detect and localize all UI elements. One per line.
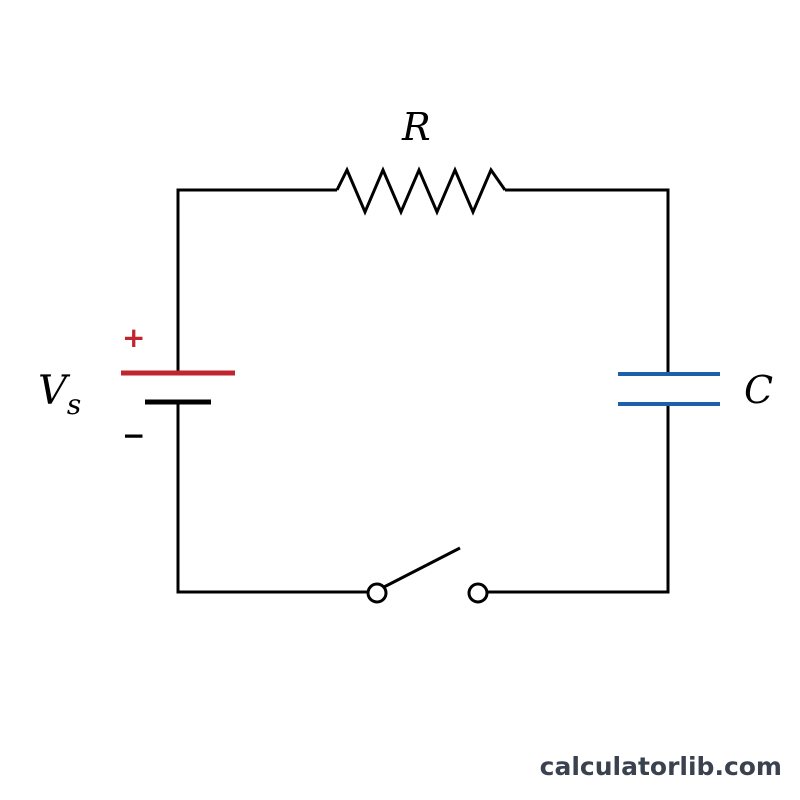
source-voltage-subscript: s: [67, 388, 81, 421]
wire-left-bottom: [176, 402, 368, 594]
source-voltage-symbol: V: [38, 368, 71, 414]
watermark-text: calculatorlib.com: [539, 752, 782, 781]
capacitor-label: C: [744, 368, 773, 412]
resistor-label: R: [401, 105, 431, 149]
switch-lever: [383, 546, 461, 589]
battery: [121, 370, 235, 405]
source-voltage-label: Vs: [38, 368, 81, 421]
wire-right-bottom: [487, 404, 670, 594]
capacitor: [618, 372, 720, 406]
circuit-wires: [176, 188, 670, 594]
battery-plus-sign: +: [122, 321, 145, 354]
battery-minus-sign: −: [122, 419, 145, 452]
wire-top-right: [505, 188, 670, 374]
wire-top-left: [176, 188, 337, 373]
open-switch: [366, 546, 489, 604]
resistor-zigzag: [335, 166, 507, 216]
switch-right-terminal: [467, 582, 489, 604]
switch-left-terminal: [366, 582, 388, 604]
